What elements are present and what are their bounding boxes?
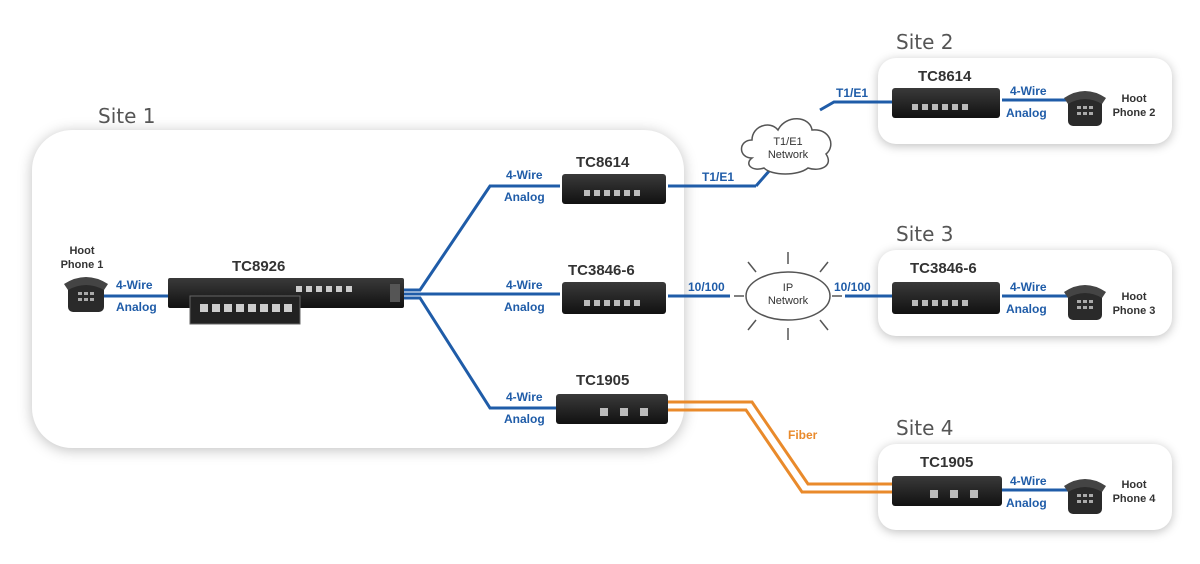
ip-left-label: 10/100 [688, 280, 725, 294]
site3-4wire-label: 4-Wire [1010, 280, 1047, 294]
tc8926-device-icon [168, 278, 404, 325]
phone1-label: Hoot Phone 1 [52, 244, 112, 272]
fiber-label: Fiber [788, 428, 818, 442]
tc3846-a-label: TC3846-6 [568, 262, 635, 279]
analog-links [100, 98, 1070, 492]
ip-cloud-line2: Network [767, 295, 809, 307]
tc1905-b-label: TC1905 [920, 454, 974, 471]
phone3-label-line2: Phone 3 [1112, 305, 1156, 317]
site2-analog-label: Analog [1006, 106, 1047, 120]
t1e1-cloud-icon [740, 118, 832, 175]
tc3846-b-device-icon [892, 282, 1000, 314]
tc8926-label: TC8926 [232, 258, 286, 275]
site3-title: Site 3 [896, 222, 954, 246]
ip-network-icon [734, 252, 842, 340]
phone1-analog-label: Analog [116, 300, 157, 314]
t1e1-cloud-line2: Network [767, 149, 809, 161]
phone1-icon [64, 277, 108, 312]
phone1-label-line2: Phone 1 [60, 259, 104, 271]
tc8614a-4wire-label: 4-Wire [506, 168, 543, 182]
phone3-icon [1064, 285, 1106, 320]
tc3846-a-device-icon [562, 282, 666, 314]
phone1-4wire-label: 4-Wire [116, 278, 153, 292]
site2-4wire-label: 4-Wire [1010, 84, 1047, 98]
tc1905-a-device-icon [556, 394, 668, 424]
phone4-icon [1064, 479, 1106, 514]
phone3-label: Hoot Phone 3 [1104, 290, 1164, 318]
ip-cloud-label: IP Network [758, 282, 818, 308]
t1e1-cloud-label: T1/E1 Network [758, 136, 818, 162]
tc1905-a-label: TC1905 [576, 372, 630, 389]
tc3846a-4wire-label: 4-Wire [506, 278, 543, 292]
tc8614-b-label: TC8614 [918, 68, 972, 85]
tc8614-b-device-icon [892, 88, 1000, 118]
phone2-label: Hoot Phone 2 [1104, 92, 1164, 120]
tc1905-b-device-icon [892, 476, 1002, 506]
t1e1-right-label: T1/E1 [836, 86, 869, 100]
tc3846a-analog-label: Analog [504, 300, 545, 314]
site4-title: Site 4 [896, 416, 954, 440]
phone2-label-line1: Hoot [1121, 93, 1147, 105]
phone4-label: Hoot Phone 4 [1104, 478, 1164, 506]
phone1-label-line1: Hoot [69, 245, 95, 257]
ip-right-label: 10/100 [834, 280, 871, 294]
tc8614-a-label: TC8614 [576, 154, 630, 171]
site3-analog-label: Analog [1006, 302, 1047, 316]
ip-cloud-line1: IP [782, 282, 794, 294]
phone3-label-line1: Hoot [1121, 291, 1147, 303]
tc1905a-4wire-label: 4-Wire [506, 390, 543, 404]
phone2-label-line2: Phone 2 [1112, 107, 1156, 119]
fiber-links [668, 400, 892, 494]
tc3846-b-label: TC3846-6 [910, 260, 977, 277]
site1-title: Site 1 [98, 104, 156, 128]
phone4-label-line2: Phone 4 [1112, 493, 1156, 505]
t1e1-left-label: T1/E1 [702, 170, 735, 184]
site2-title: Site 2 [896, 30, 954, 54]
tc1905a-analog-label: Analog [504, 412, 545, 426]
tc8614a-analog-label: Analog [504, 190, 545, 204]
phone4-label-line1: Hoot [1121, 479, 1147, 491]
tc8614-a-device-icon [562, 174, 666, 204]
phone2-icon [1064, 91, 1106, 126]
site4-analog-label: Analog [1006, 496, 1047, 510]
site4-4wire-label: 4-Wire [1010, 474, 1047, 488]
t1e1-cloud-line1: T1/E1 [773, 136, 803, 148]
